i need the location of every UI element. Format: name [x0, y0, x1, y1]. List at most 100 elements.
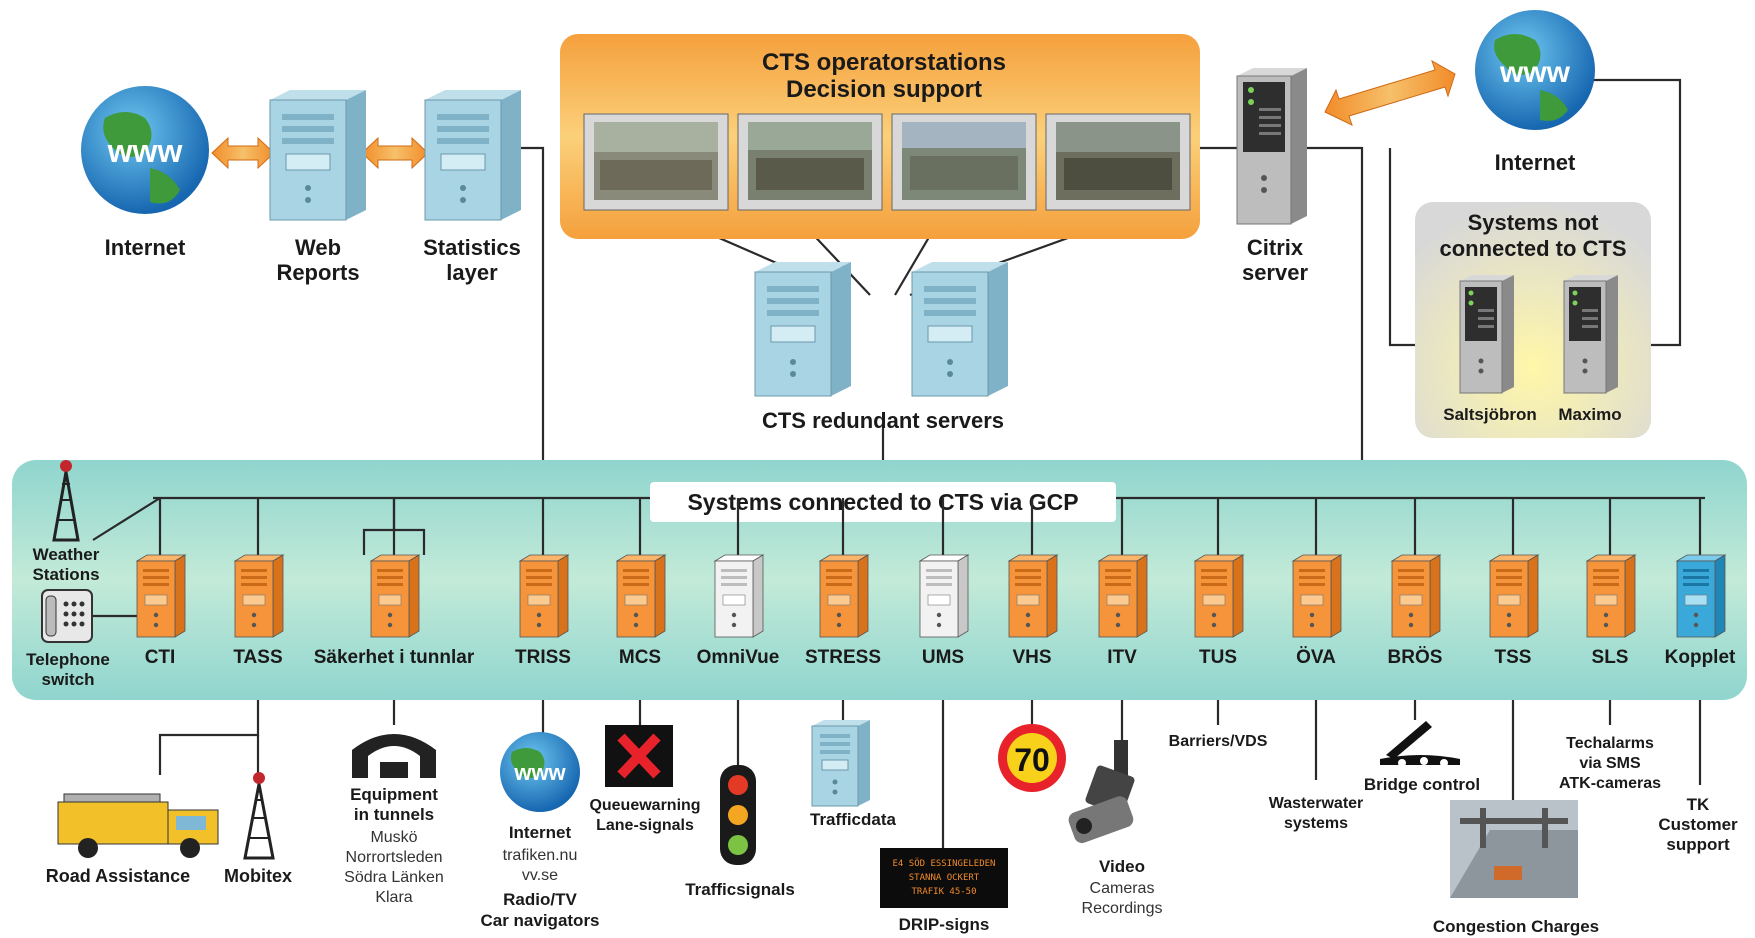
radio-label-1: Radio/TV	[503, 890, 577, 909]
tunnel-safety-twin-server	[362, 498, 426, 555]
internet-globe-triss: www	[500, 732, 580, 812]
drip-text-3: TRAFIK 45-50	[911, 887, 976, 897]
queue-label-2: Lane-signals	[596, 817, 694, 834]
trafficsignals-label: Trafficsignals	[685, 880, 795, 899]
speed-value: 70	[1014, 742, 1050, 778]
system-label: CTI	[145, 647, 176, 668]
system-kopplet-node: Kopplet	[1665, 498, 1736, 668]
statistics-label-2: layer	[446, 260, 498, 285]
barriers-label: Barriers/VDS	[1169, 733, 1268, 750]
tunnel-sodra-lanken: Södra Länken	[344, 869, 444, 886]
system-server-icon	[1291, 554, 1343, 638]
drip-label: DRIP-signs	[899, 915, 990, 934]
cts-redundant-server-1	[754, 262, 851, 397]
bridge-icon	[1380, 721, 1460, 767]
system-cti-node: CTI	[135, 498, 187, 668]
techalarms-label-2: via SMS	[1579, 755, 1641, 772]
mobitex-mast-icon	[243, 772, 275, 860]
system-server-icon	[518, 554, 570, 638]
system-label: MCS	[619, 647, 661, 668]
system--va-node: ÖVA	[1291, 498, 1343, 668]
www-text-triss: www	[513, 760, 566, 785]
system-label: TRISS	[515, 647, 571, 668]
monitor-1	[583, 113, 729, 211]
wastewater-label-2: systems	[1284, 815, 1348, 832]
system-sls-node: SLS	[1585, 498, 1637, 668]
system-tus-node: TUS	[1193, 498, 1245, 668]
system-label: ITV	[1107, 647, 1137, 668]
www-text-left: www	[107, 133, 183, 169]
traffic-light-icon	[720, 765, 756, 865]
tk-label-3: support	[1666, 835, 1730, 854]
system-label: ÖVA	[1296, 647, 1336, 668]
congestion-label: Congestion Charges	[1433, 917, 1599, 936]
triss-internet-label: Internet	[509, 823, 572, 842]
queue-label-1: Queuewarning	[589, 797, 700, 814]
telephone-label-2: switch	[42, 670, 95, 689]
system-label: OmniVue	[697, 647, 780, 668]
monitor-2	[737, 113, 883, 211]
tunnel-icon	[352, 734, 436, 778]
system-label: TSS	[1495, 647, 1532, 668]
system-label: Säkerhet i tunnlar	[314, 647, 475, 668]
system-label: Kopplet	[1665, 647, 1736, 668]
system-server-icon	[1488, 554, 1540, 638]
arrow-web-stats	[361, 136, 429, 170]
tunnel-musko: Muskö	[370, 829, 417, 846]
system-tass-node: TASS	[233, 498, 285, 668]
system-vhs-node: VHS	[1007, 498, 1059, 668]
system-itv-node: ITV	[1097, 498, 1149, 668]
band-title-bg	[650, 482, 1116, 522]
system-server-icon	[135, 554, 187, 638]
band-title: Systems connected to CTS via GCP	[687, 489, 1078, 515]
fire-truck-icon	[57, 793, 219, 858]
bottom-wires	[158, 700, 1702, 850]
trafficdata-label: Trafficdata	[810, 810, 897, 829]
gcp-band	[12, 460, 1747, 700]
internet-right-label: Internet	[1495, 150, 1576, 175]
system-label: BRÖS	[1388, 647, 1443, 668]
techalarms-label-1: Techalarms	[1566, 735, 1654, 752]
triss-site-2: vv.se	[522, 867, 558, 884]
maximo-server	[1563, 275, 1618, 394]
bridge-label: Bridge control	[1364, 775, 1480, 794]
operator-monitors	[583, 113, 1191, 211]
system-label: TUS	[1199, 647, 1237, 668]
congestion-charges-icon	[1450, 800, 1578, 898]
triss-site-1: trafiken.nu	[503, 847, 578, 864]
system-stress-node: STRESS	[805, 498, 881, 668]
web-reports-label-2: Reports	[276, 260, 359, 285]
maximo-label: Maximo	[1558, 405, 1621, 424]
wastewater-label-1: Wasterwater	[1269, 795, 1364, 812]
internet-globe-left: www	[81, 86, 209, 214]
system-server-icon	[1097, 554, 1149, 638]
drip-sign-icon: E4 SÖD ESSINGELEDEN STANNA OCKERT TRAFIK…	[880, 848, 1008, 908]
system-server-icon	[713, 554, 765, 638]
operator-title-2: Decision support	[786, 76, 982, 103]
telephone-label-1: Telephone	[26, 650, 110, 669]
road-assistance-label: Road Assistance	[46, 866, 190, 886]
video-sub-1: Cameras	[1090, 880, 1155, 897]
tunnel-norrortsleden: Norrortsleden	[346, 849, 443, 866]
internet-left-label: Internet	[105, 235, 186, 260]
monitor-4	[1045, 113, 1191, 211]
statistics-label-1: Statistics	[423, 235, 521, 260]
system-server-icon	[615, 554, 667, 638]
tunnel-klara: Klara	[375, 889, 412, 906]
not-connected-title-1: Systems not	[1468, 210, 1599, 235]
system-server-icon	[918, 554, 970, 638]
trafficdata-server	[811, 720, 870, 807]
equipment-label-2: in tunnels	[354, 805, 434, 824]
lane-signal-icon	[605, 725, 673, 787]
saltsjobron-label: Saltsjöbron	[1443, 405, 1537, 424]
video-label: Video	[1099, 857, 1145, 876]
system-triss-node: TRISS	[515, 498, 571, 668]
system-server-icon	[233, 554, 285, 638]
drip-text-2: STANNA OCKERT	[909, 873, 980, 883]
weather-label-1: Weather	[33, 545, 100, 564]
radio-label-2: Car navigators	[480, 911, 599, 930]
system-tss-node: TSS	[1488, 498, 1540, 668]
not-connected-title-2: connected to CTS	[1439, 236, 1626, 261]
system-label: STRESS	[805, 647, 881, 668]
system-label: UMS	[922, 647, 964, 668]
